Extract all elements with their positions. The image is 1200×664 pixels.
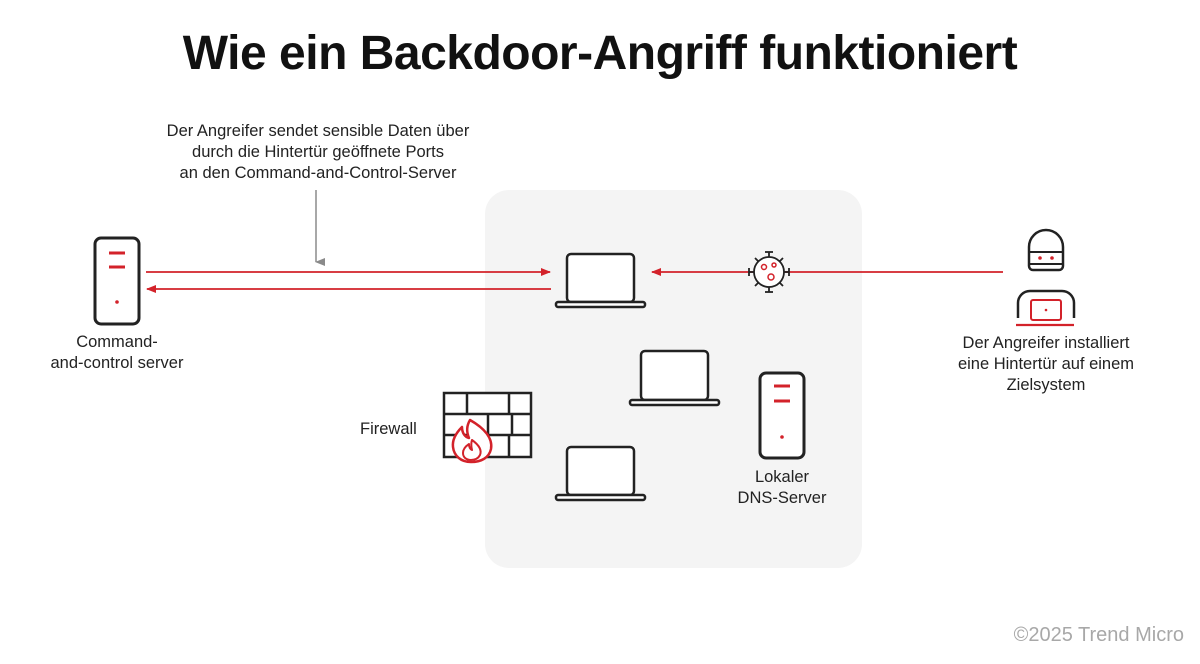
attacker-label: Der Angreifer installiert eine Hintertür…	[957, 334, 1135, 394]
cc-server-icon	[93, 236, 141, 326]
copyright-notice: ©2025 Trend Micro	[1013, 624, 1184, 646]
exfil-callout: Der Angreifer sendet sensible Daten über…	[166, 122, 470, 182]
dns-server-icon	[758, 371, 806, 460]
laptop-icon	[554, 445, 647, 502]
flame-icon	[451, 418, 493, 464]
cc-server-label: Command- and-control server	[50, 333, 184, 372]
virus-icon	[748, 251, 790, 293]
firewall-label: Firewall	[360, 420, 417, 438]
compromised-laptop-icon	[554, 252, 647, 309]
laptop-icon	[628, 349, 721, 407]
hacker-icon	[1016, 228, 1076, 327]
page-title: Wie ein Backdoor-Angriff funktioniert	[182, 27, 1018, 80]
dns-server-label: Lokaler DNS-Server	[737, 468, 827, 507]
